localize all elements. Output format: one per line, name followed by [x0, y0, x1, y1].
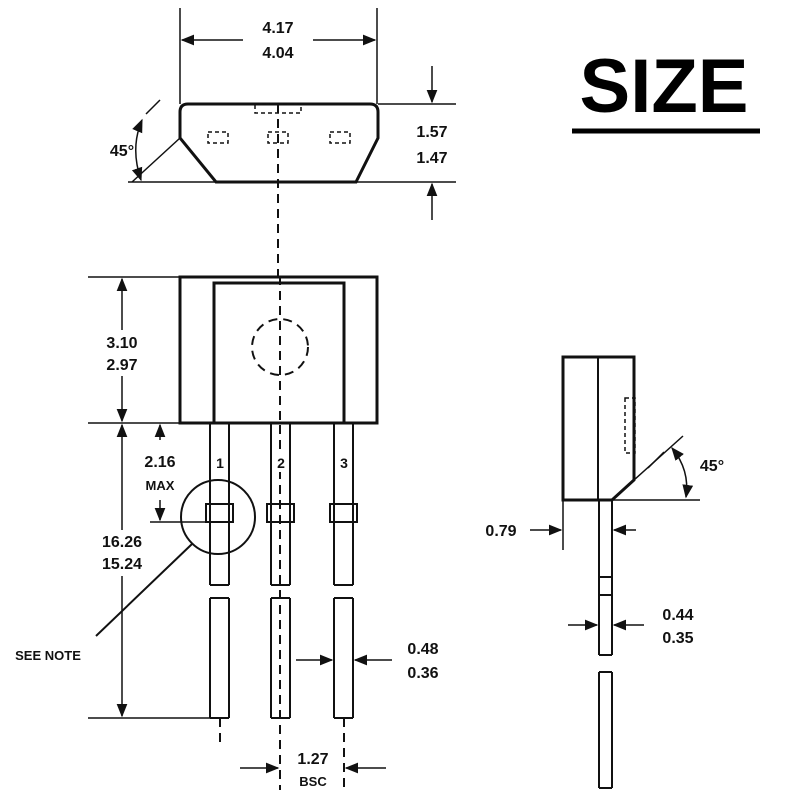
see-note-label: SEE NOTE: [15, 648, 81, 663]
top-lead-feature-1: [207, 131, 229, 144]
pitch-label-bg: [290, 748, 336, 792]
body-height-label-bg: [94, 330, 152, 376]
front-view: 3.10 2.97: [15, 275, 439, 792]
lead-length-label-bg: [94, 530, 152, 576]
standoff-max-label: 2.16: [144, 454, 175, 471]
lead-length-max-label: 16.26: [102, 534, 142, 551]
body-height-max-label: 3.10: [106, 335, 137, 352]
lead-width-min-label: 0.36: [407, 665, 438, 682]
offset-label: 0.79: [485, 523, 516, 540]
pitch-label: 1.27: [297, 751, 328, 768]
top-lead-feature-3: [329, 131, 351, 144]
pin-2-label-bg: [272, 454, 289, 472]
side-lead-kink: [598, 576, 613, 596]
width-max-label: 4.17: [262, 20, 293, 37]
side-chamfer-arc: [671, 446, 694, 499]
see-note-leader: [95, 543, 193, 637]
side-chamfer-leader: [647, 451, 665, 469]
standoff-max-word: MAX: [146, 478, 175, 493]
detail-circle: [180, 479, 256, 555]
top-lead-feature-2: [267, 131, 289, 144]
width-label-bg: [243, 14, 313, 64]
side-chamfer-angle-label: 45°: [700, 458, 724, 475]
pin-3-label-bg: [335, 454, 352, 472]
lead-width-max-label: 0.48: [407, 641, 438, 658]
lead-1: [205, 423, 234, 719]
pin-3-label: 3: [340, 455, 348, 471]
thickness-max-label: 0.44: [662, 607, 693, 624]
width-min-label: 4.04: [262, 45, 293, 62]
pin-1-label: 1: [216, 455, 224, 471]
thickness-min-label: 0.35: [662, 630, 693, 647]
pin-1-label-bg: [211, 454, 228, 472]
lead-3: [329, 423, 358, 719]
front-body: [178, 275, 379, 425]
height-max-label: 1.57: [416, 124, 447, 141]
top-view: 4.17 4.04 1.57 1.47 45°: [110, 8, 456, 220]
side-body: [561, 355, 636, 502]
chamfer-leader: [145, 99, 161, 115]
chamfer-arc: [131, 118, 143, 182]
height-min-label: 1.47: [416, 150, 447, 167]
body-height-min-label: 2.97: [106, 357, 137, 374]
mounting-hole: [251, 318, 309, 376]
top-chamfer-angle-label: 45°: [110, 143, 134, 160]
lead-length-min-label: 15.24: [102, 556, 142, 573]
pin-2-label: 2: [277, 455, 285, 471]
pitch-bsc-label: BSC: [299, 774, 327, 789]
side-tab-feature: [624, 397, 636, 454]
side-view: 45° 0.79 0.44 0.35: [485, 355, 724, 789]
title-text: SIZE: [580, 44, 749, 129]
